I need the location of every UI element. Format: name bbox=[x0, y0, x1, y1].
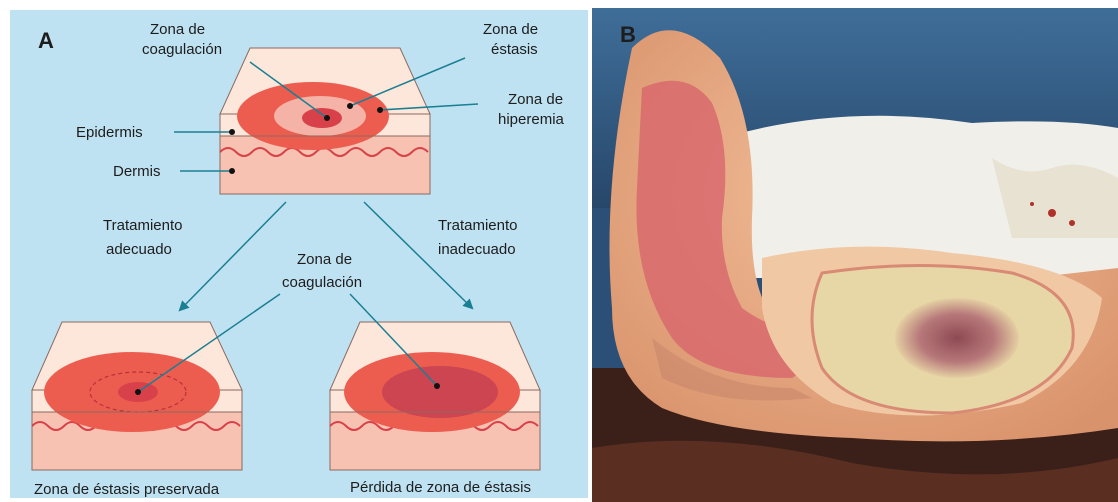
label-tratamiento-inadecuado-2: inadecuado bbox=[438, 241, 516, 258]
label-tratamiento-inadecuado-1: Tratamiento bbox=[438, 217, 517, 234]
label-zona-coagulacion-mid-1: Zona de bbox=[297, 251, 352, 268]
label-epidermis: Epidermis bbox=[76, 124, 143, 141]
label-zona-estasis-1: Zona de bbox=[483, 21, 538, 38]
label-zona-hiperemia-1: Zona de bbox=[508, 91, 563, 108]
skin-block-preserved bbox=[32, 322, 242, 470]
caption-right: Pérdida de zona de éstasis bbox=[350, 479, 531, 496]
caption-left: Zona de éstasis preservada bbox=[34, 481, 220, 498]
skin-block-top bbox=[220, 48, 430, 194]
label-zona-coagulacion-top-1: Zona de bbox=[150, 21, 205, 38]
panel-a-letter: A bbox=[38, 28, 54, 53]
label-tratamiento-adecuado-2: adecuado bbox=[106, 241, 172, 258]
label-zona-coagulacion-mid-2: coagulación bbox=[282, 274, 362, 291]
coagulation-zone bbox=[302, 108, 342, 128]
label-zona-coagulacion-top-2: coagulación bbox=[142, 41, 222, 58]
panel-b-letter: B bbox=[620, 22, 636, 47]
skin-block-lost bbox=[330, 322, 540, 470]
label-dermis: Dermis bbox=[113, 163, 161, 180]
label-zona-estasis-2: éstasis bbox=[491, 41, 538, 58]
label-tratamiento-adecuado-1: Tratamiento bbox=[103, 217, 182, 234]
burn-zones-diagram: A Zona de coagulación Zona de éstasis Zo bbox=[10, 10, 588, 498]
burn-arm-photo: B bbox=[592, 8, 1118, 502]
enlarged-coagulation-zone bbox=[382, 366, 498, 418]
eschar-center bbox=[895, 298, 1019, 378]
label-zona-hiperemia-2: hiperemia bbox=[498, 111, 565, 128]
